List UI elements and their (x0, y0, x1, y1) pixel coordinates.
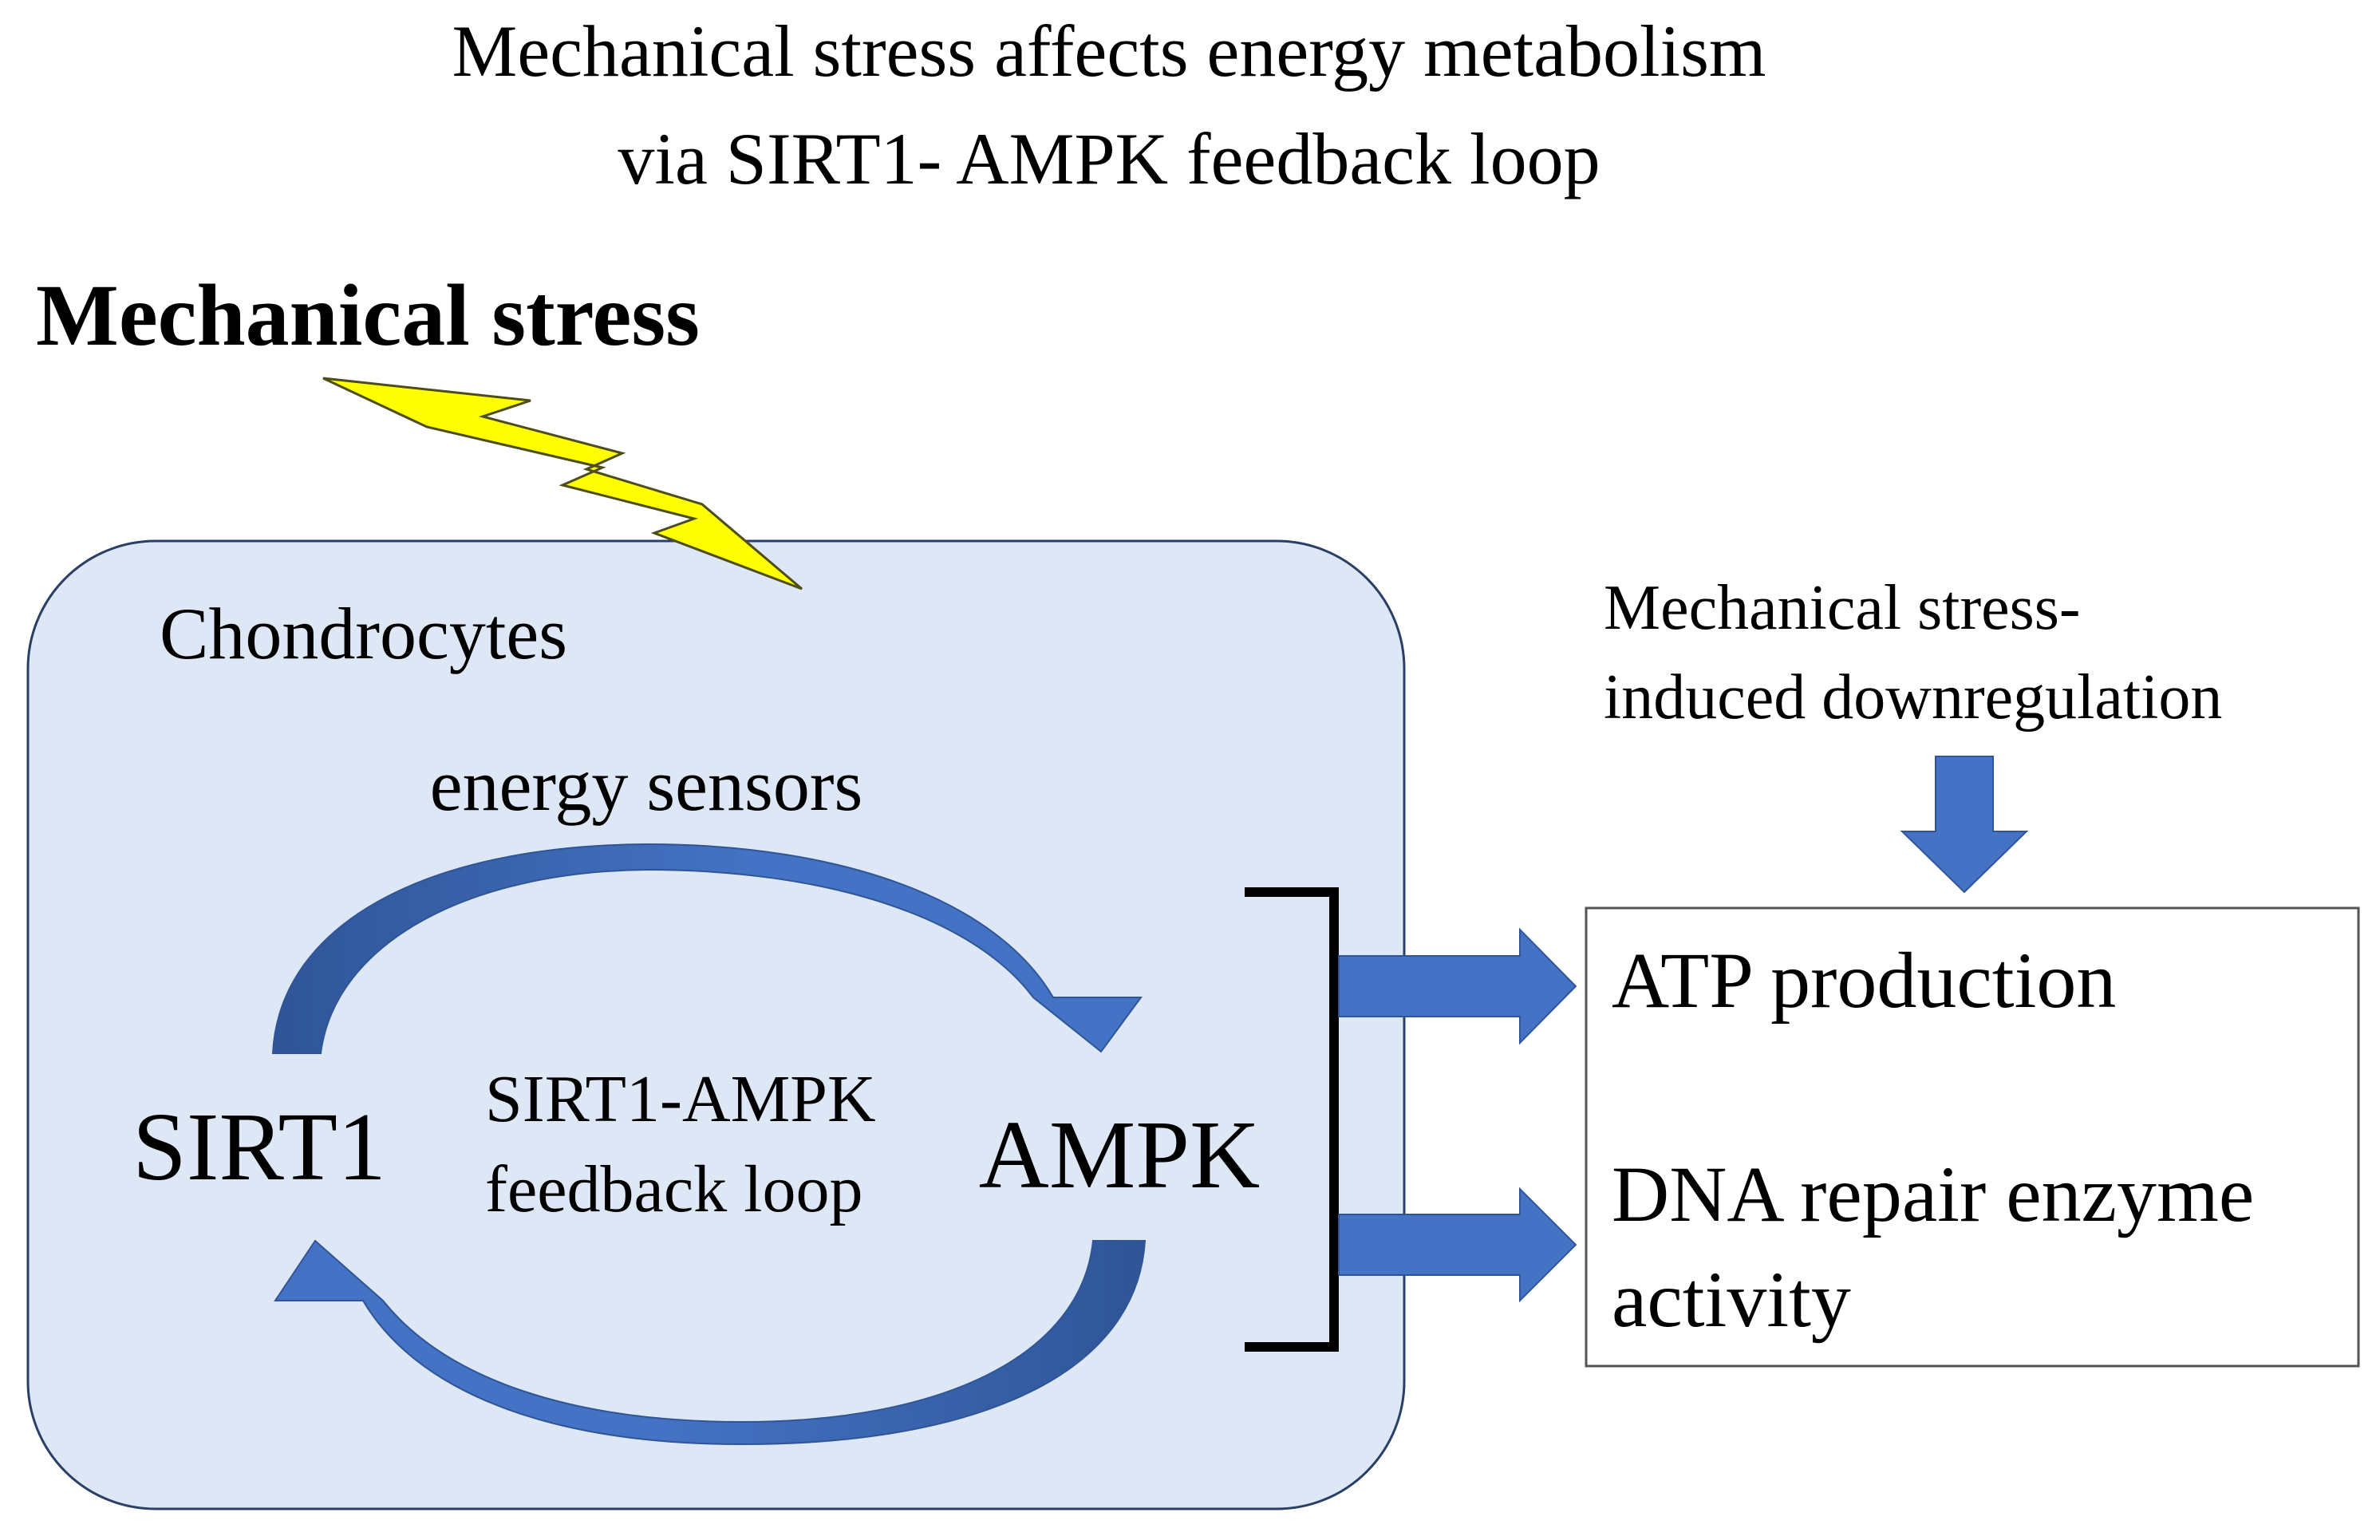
lightning-bolt-icon (322, 377, 803, 590)
ampk-node-label: AMPK (979, 1101, 1261, 1209)
loop-label-line1: SIRT1-AMPK (485, 1062, 876, 1136)
diagram-title-line2: via SIRT1- AMPK feedback loop (618, 118, 1600, 199)
top-feedback-arrow (271, 843, 1143, 1054)
energy-sensors-label: energy sensors (430, 744, 863, 826)
outcomes-box (1585, 906, 2360, 1368)
downregulation-label-line1: Mechanical stress- (1604, 573, 2081, 643)
stress-label: Mechanical stress (36, 267, 700, 364)
downregulation-arrow (1900, 756, 2029, 894)
sirt1-node-label: SIRT1 (132, 1093, 386, 1201)
downregulation-label-line2: induced downregulation (1604, 662, 2222, 732)
outcome-atp-production: ATP production (1612, 936, 2116, 1025)
bottom-feedback-arrow (274, 1239, 1147, 1446)
arrow-to-atp (1338, 927, 1577, 1045)
loop-label-line2: feedback loop (485, 1152, 862, 1226)
grouping-bracket (1245, 887, 1339, 1352)
chondrocyte-cell-box (26, 539, 1406, 1510)
cell-label: Chondrocytes (160, 593, 567, 674)
outcome-dna-repair-line2: activity (1612, 1255, 1851, 1344)
arrow-to-dna-repair (1338, 1187, 1577, 1303)
diagram-title-line1: Mechanical stress affects energy metabol… (452, 10, 1766, 92)
outcome-dna-repair-line1: DNA repair enzyme (1612, 1150, 2254, 1238)
